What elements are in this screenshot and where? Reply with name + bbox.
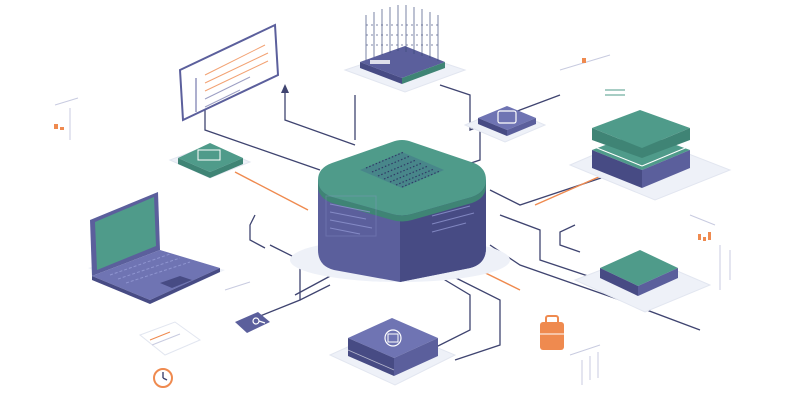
laptop [88,192,225,304]
router-chip [463,106,547,143]
chip-icon [497,110,517,124]
accent-line-right [534,171,611,206]
fragment-top-right [559,54,625,96]
line-left-down [249,244,301,321]
fragment-left-laptop [224,281,251,291]
fragment-bottom-right [569,344,601,385]
lock-tile [235,312,270,333]
chip-emblem-icon [384,329,402,347]
line-browser-to-server [204,110,321,171]
line-up-arrow [284,90,356,146]
arrow-up-icon [281,84,289,93]
teal-stack-right [568,110,732,201]
line-server-right-2 [499,214,601,281]
briefcase-icon [540,315,564,350]
teal-box-right [573,250,712,313]
indigo-box-bottom [328,318,457,386]
line-left-bracket [249,214,266,249]
small-teal-module [168,143,252,179]
server-vent-grid [360,152,444,188]
trackpad [160,276,192,288]
browser-panel [178,23,280,122]
fragment-right [689,214,731,290]
wireframe-rack [343,5,467,93]
ui-fragments [54,54,731,385]
fragment-top-left [54,97,79,140]
alarm-clock-icon [153,368,173,388]
line-bottom-1 [299,284,331,301]
line-rack-right [439,84,561,131]
accent-line-left [234,171,309,211]
central-server [290,140,510,282]
small-card [138,321,202,356]
line-bottom-3 [439,269,501,361]
line-right-box [559,224,581,253]
